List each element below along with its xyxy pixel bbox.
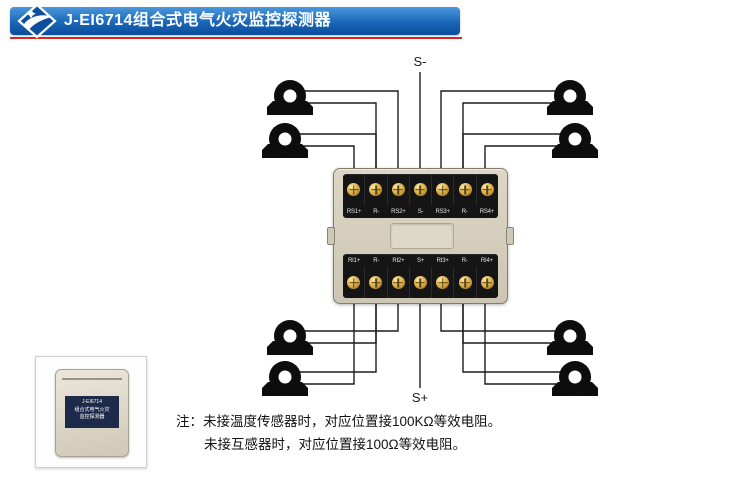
terminal-label: RI2+ <box>392 257 405 264</box>
terminal-label: RI1+ <box>348 257 361 264</box>
terminal-screw <box>458 183 472 196</box>
product-photo-label-line: J-EI6714 <box>81 399 102 405</box>
wire <box>484 145 565 175</box>
terminal-label: RS4+ <box>479 208 495 215</box>
footnote-line-2: 未接互感器时，对应位置接100Ω等效电阻。 <box>176 434 501 457</box>
current-transformer-icon <box>547 80 593 115</box>
wire <box>440 90 560 175</box>
footnote-text-2: 未接互感器时，对应位置接100Ω等效电阻。 <box>204 436 467 452</box>
terminal-label: S- <box>417 208 424 215</box>
terminal-screw <box>391 276 405 289</box>
wire <box>440 296 560 332</box>
current-transformer-icon <box>267 80 313 115</box>
brand-logo-icon <box>17 3 57 39</box>
terminal-label: RS1+ <box>346 208 362 215</box>
current-transformer-icon <box>262 361 308 396</box>
wire <box>462 133 565 175</box>
terminal-screw <box>436 183 450 196</box>
wire <box>295 145 355 175</box>
terminal-screw <box>413 276 427 289</box>
terminal-screw <box>347 276 361 289</box>
wire <box>295 296 377 373</box>
terminal-strip-bottom: RI1+ R- RI2+ S+ RI3+ R- RI4+ <box>343 254 498 298</box>
header-banner <box>10 7 460 35</box>
terminal-screw <box>436 276 450 289</box>
terminal-label: R- <box>373 257 380 264</box>
terminal-screws-bottom <box>343 267 498 298</box>
terminal-screw <box>391 183 405 196</box>
product-photo-label-line: 监控探测器 <box>79 414 105 420</box>
terminal-label: R- <box>461 257 468 264</box>
footnote: 注：未接温度传感器时，对应位置接100KΩ等效电阻。 未接互感器时，对应位置接1… <box>176 411 501 457</box>
current-transformer-icon <box>552 361 598 396</box>
terminal-label: RS2+ <box>391 208 406 215</box>
device-recess <box>390 223 454 249</box>
terminal-label: R- <box>461 208 468 215</box>
product-photo-label-line: 组合式电气火灾 <box>74 406 110 413</box>
product-photo-label: J-EI6714 组合式电气火灾 监控探测器 <box>65 396 119 428</box>
wire <box>295 296 355 385</box>
terminal-screw <box>480 183 494 196</box>
footnote-prefix: 注： <box>176 414 203 429</box>
terminal-label: RS3+ <box>435 208 450 215</box>
product-photo: J-EI6714 组合式电气火灾 监控探测器 <box>35 356 147 468</box>
wire <box>300 296 399 332</box>
terminal-screw <box>369 183 383 196</box>
wire <box>462 296 565 373</box>
current-transformer-icon <box>262 123 308 158</box>
wire <box>484 296 565 385</box>
mounting-tab <box>327 227 335 245</box>
terminal-screw <box>347 183 361 196</box>
terminal-labels-top: RS1+ R- RS2+ S- RS3+ R- RS4+ <box>343 205 498 218</box>
product-photo-device: J-EI6714 组合式电气火灾 监控探测器 <box>55 369 129 457</box>
current-transformer-icon <box>267 320 313 355</box>
terminal-screw <box>369 276 383 289</box>
footnote-text-1: 未接温度传感器时，对应位置接100KΩ等效电阻。 <box>203 414 502 429</box>
terminal-labels-bottom: RI1+ R- RI2+ S+ RI3+ R- RI4+ <box>343 254 498 267</box>
terminal-screw <box>413 183 427 196</box>
page-title: J-EI6714组合式电气火灾监控探测器 <box>64 12 331 29</box>
detector-device: RS1+ R- RS2+ S- RS3+ R- RS4+ RI1+ R- RI2… <box>327 168 514 304</box>
terminal-screw <box>480 276 494 289</box>
terminal-label: S+ <box>416 257 425 264</box>
footnote-line-1: 注：未接温度传感器时，对应位置接100KΩ等效电阻。 <box>176 411 501 434</box>
terminal-label: RI3+ <box>436 257 449 264</box>
bus-label-s-minus: S- <box>414 54 427 69</box>
current-transformer-icon <box>552 123 598 158</box>
terminal-screws-top <box>343 174 498 205</box>
bus-label-s-plus: S+ <box>412 390 428 405</box>
current-transformer-icon <box>547 320 593 355</box>
terminal-label: RI4+ <box>480 257 493 264</box>
terminal-label: R- <box>373 208 380 215</box>
wire <box>300 90 399 175</box>
mounting-tab <box>506 227 514 245</box>
header-underline <box>10 37 462 39</box>
wire <box>295 133 377 175</box>
terminal-strip-top: RS1+ R- RS2+ S- RS3+ R- RS4+ <box>343 174 498 218</box>
terminal-screw <box>458 276 472 289</box>
wire <box>462 102 560 175</box>
